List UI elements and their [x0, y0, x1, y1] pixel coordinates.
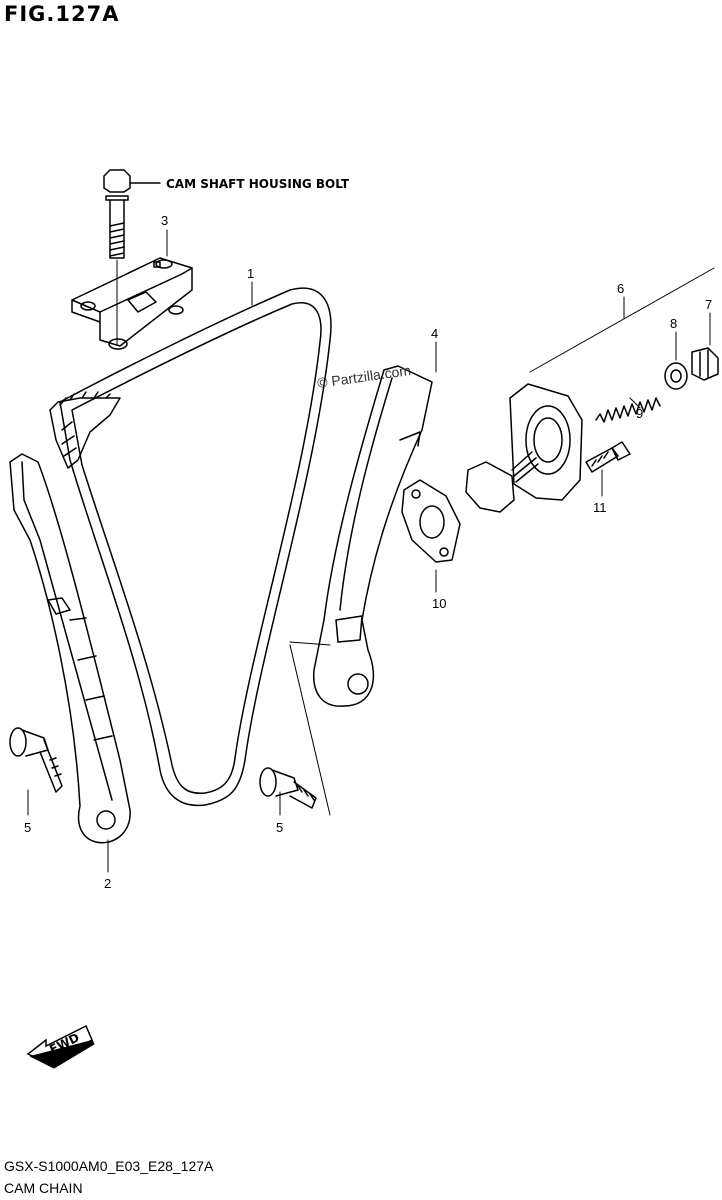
tension-adjuster-guide	[312, 365, 433, 707]
label-cam-shaft-housing-bolt: CAM SHAFT HOUSING BOLT	[166, 177, 350, 191]
washer	[664, 362, 688, 390]
watermark: © Partzilla.com	[316, 362, 412, 391]
callout-9: 9	[636, 406, 643, 421]
callout-4: 4	[431, 326, 438, 341]
leader-lines	[27, 229, 715, 873]
guide-bolt-right	[259, 767, 317, 809]
guide-bolt-left	[9, 727, 63, 793]
fwd-arrow-icon: FWD	[26, 1024, 95, 1069]
callout-10: 10	[432, 596, 446, 611]
callout-7: 7	[705, 297, 712, 312]
cam-chain-guide-no1	[9, 453, 131, 844]
tension-adjuster	[465, 383, 583, 513]
callout-11: 11	[593, 500, 607, 515]
adjuster-bolt	[585, 441, 631, 473]
cam-chain	[49, 287, 332, 807]
callout-8: 8	[670, 316, 677, 331]
gasket	[401, 479, 461, 563]
spring	[595, 397, 661, 423]
callout-labels: CAM SHAFT HOUSING BOLT 3 1 4 6 7 8 9 11 …	[24, 177, 712, 891]
callout-5-left: 5	[24, 820, 31, 835]
section-lines	[289, 641, 331, 816]
adjuster-cap-bolt	[691, 347, 719, 381]
figure-code: GSX-S1000AM0_E03_E28_127A	[4, 1158, 214, 1174]
figure-name: CAM CHAIN	[4, 1180, 83, 1196]
callout-6: 6	[617, 281, 624, 296]
callout-5-right: 5	[276, 820, 283, 835]
cam-shaft-housing-bolt	[103, 169, 161, 259]
figure-title: FIG.127A	[4, 2, 120, 26]
cam-shaft-housing	[71, 257, 193, 350]
callout-3: 3	[161, 213, 168, 228]
callout-1: 1	[247, 266, 254, 281]
callout-2: 2	[104, 876, 111, 891]
